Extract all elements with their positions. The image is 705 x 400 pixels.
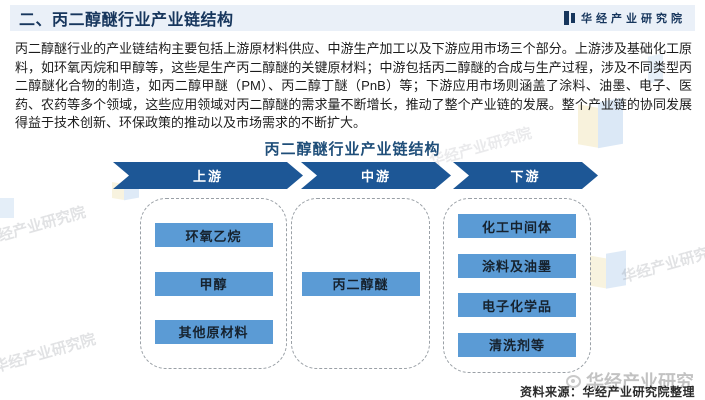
- midstream-group: 丙二醇醚: [291, 198, 430, 369]
- diagonal-watermark: 华经产业研究院: [0, 330, 98, 377]
- chain-item-box: 涂料及油墨: [458, 253, 576, 278]
- intro-paragraph: 丙二醇醚行业的产业链结构主要包括上游原材料供应、中游生产加工以及下游应用市场三个…: [15, 41, 692, 131]
- stage-banner-downstream: 下游: [453, 162, 598, 189]
- decorative-chip: [0, 198, 14, 218]
- chain-item-box: 电子化学品: [458, 293, 576, 318]
- bottom-watermark-text: 华经产业研究: [586, 372, 694, 392]
- figure-title: 丙二醇醚行业产业链结构: [264, 141, 441, 158]
- source-note: 资料来源：华经产业研究院整理: [519, 385, 695, 399]
- stage-banner-upstream: 上游: [113, 162, 303, 189]
- stage-banner-midstream: 中游: [301, 162, 451, 189]
- downstream-group: 化工中间体 涂料及油墨 电子化学品 清洗剂等: [443, 198, 591, 373]
- book-logo-watermark-icon: [590, 250, 626, 289]
- chain-item-box: 环氧乙烷: [154, 223, 273, 248]
- chain-item-box: 甲醇: [154, 271, 273, 296]
- page-title: 二、丙二醇醚行业产业链结构: [19, 12, 234, 29]
- bottom-watermark: 华经产业研究: [566, 368, 694, 394]
- chain-item-box: 丙二醇醚: [301, 271, 420, 296]
- weibo-icon: [566, 374, 581, 388]
- header: 二、丙二醇醚行业产业链结构 华经产业研究院: [10, 5, 695, 31]
- brand-logo-text: 华经产业研究院: [581, 13, 686, 25]
- chain-item-box: 清洗剂等: [458, 332, 576, 357]
- chain-item-box: 其他原材料: [154, 319, 273, 344]
- huajing-logo-icon: [564, 11, 575, 25]
- brand-logo: 华经产业研究院: [564, 10, 686, 26]
- chain-item-box: 化工中间体: [458, 214, 576, 239]
- diagonal-watermark: 华经产业研究院: [619, 240, 705, 287]
- upstream-group: 环氧乙烷 甲醇 其他原材料: [140, 198, 287, 369]
